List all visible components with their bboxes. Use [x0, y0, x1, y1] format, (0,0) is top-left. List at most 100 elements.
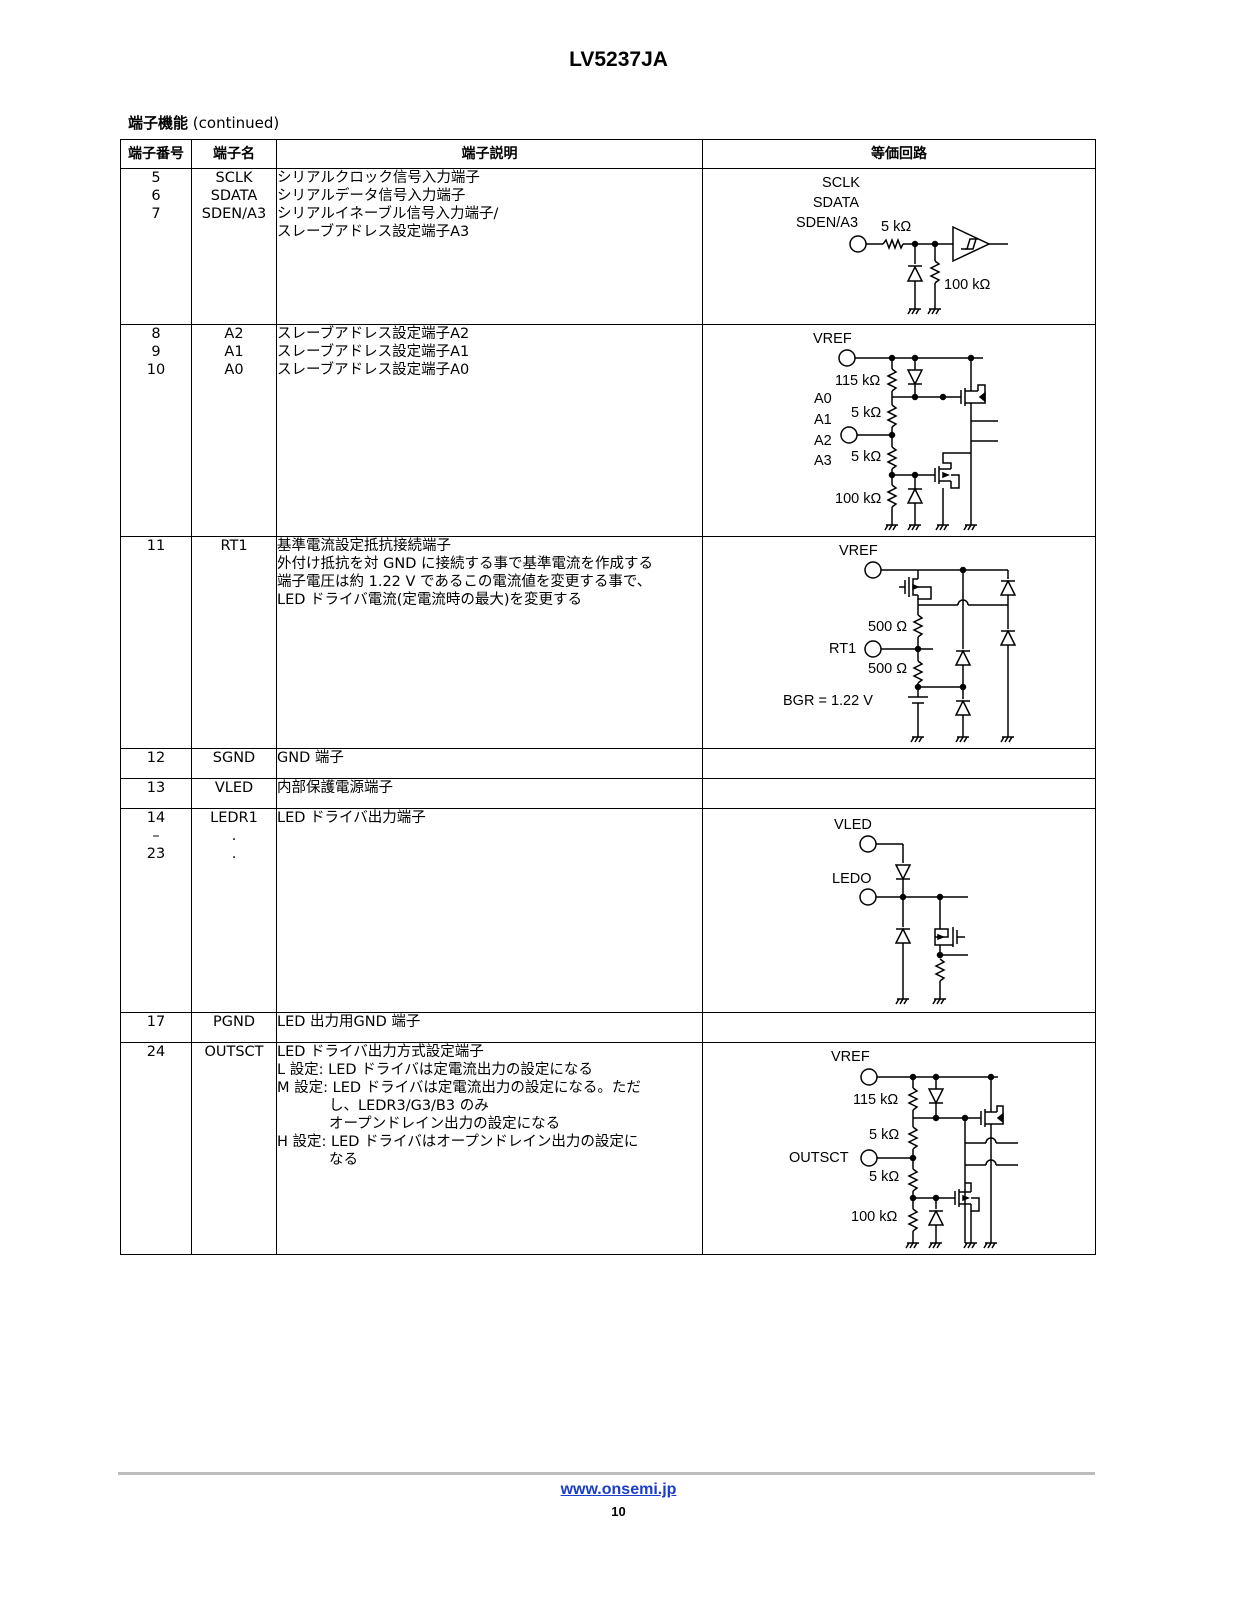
resistor-value-label: 5 kΩ: [869, 1169, 899, 1185]
description-line: し、LEDR3/G3/B3 のみ: [329, 1098, 489, 1114]
footer-divider: [118, 1472, 1095, 1475]
equivalent-circuit-cell: [702, 748, 1096, 779]
pin-number: 17: [146, 1014, 166, 1030]
pin-description-cell: LED 出力用GND 端子: [276, 1012, 703, 1043]
bandgap-voltage-label: BGR = 1.22 V: [783, 693, 873, 709]
description-line: なる: [329, 1152, 358, 1168]
description-line: スレーブアドレス設定端子A0: [277, 362, 470, 378]
pin-number: 9: [151, 344, 161, 360]
description-line: 外付け抵抗を対 GND に接続する事で基準電流を作成する: [277, 556, 653, 572]
pin-number-cell: 8 9 10: [120, 324, 192, 537]
pin-name: .: [231, 846, 237, 862]
description-line: LED ドライバ電流(定電流時の最大)を変更する: [277, 592, 583, 608]
description-line: シリアルイネーブル信号入力端子/: [277, 206, 499, 222]
section-title: 端子機能: [128, 114, 189, 132]
pin-name: SDEN/A3: [201, 206, 267, 222]
description-line: 基準電流設定抵抗接続端子: [277, 538, 451, 554]
resistor-value-label: 500 Ω: [868, 619, 907, 635]
pin-description-cell: LED ドライバ出力端子: [276, 808, 703, 1013]
equivalent-circuit-cell: VLED LEDO: [702, 808, 1096, 1013]
pin-name: .: [231, 828, 237, 844]
circuit-pin-label: A1: [814, 412, 832, 428]
circuit-pin-label: SDEN/A3: [796, 215, 858, 231]
pin-name: VLED: [214, 780, 254, 796]
supply-label: VREF: [813, 331, 852, 347]
output-mode-select-circuit-diagram: VREF 115 kΩ: [789, 1049, 1018, 1249]
resistor-value-label: 115 kΩ: [853, 1092, 898, 1108]
pin-name-cell: OUTSCT: [191, 1042, 277, 1255]
pin-number: 12: [146, 750, 166, 766]
pin-description-cell: 内部保護電源端子: [276, 778, 703, 809]
header-pin-number: 端子番号: [120, 139, 192, 169]
description-line: M 設定: LED ドライバは定電流出力の設定になる。ただ: [277, 1080, 641, 1096]
pin-number: 23: [146, 846, 166, 862]
description-line: LED ドライバ出力端子: [277, 810, 426, 826]
circuit-pin-label: OUTSCT: [789, 1150, 849, 1166]
pin-name: PGND: [213, 1014, 255, 1030]
pin-number: 13: [146, 780, 166, 796]
section-heading: 端子機能 (continued): [128, 112, 279, 133]
pin-number: 6: [151, 188, 161, 204]
resistor-value-label: 115 kΩ: [835, 373, 880, 389]
circuit-pin-label: SDATA: [813, 195, 860, 211]
pin-number: 8: [151, 326, 161, 342]
pin-number: 10: [146, 362, 166, 378]
pin-description-cell: シリアルクロック信号入力端子シリアルデータ信号入力端子シリアルイネーブル信号入力…: [276, 168, 703, 325]
pin-name: A1: [224, 344, 244, 360]
pin-number-cell: 24: [120, 1042, 192, 1255]
website-link[interactable]: www.onsemi.jp: [560, 1481, 677, 1498]
table-row: 11 RT1 基準電流設定抵抗接続端子外付け抵抗を対 GND に接続する事で基準…: [120, 536, 1096, 749]
section-note: (continued): [192, 114, 280, 132]
resistor-value-label: 5 kΩ: [869, 1127, 899, 1143]
pin-name: SCLK: [215, 170, 253, 186]
pin-name: A2: [224, 326, 244, 342]
equivalent-circuit-cell: VREF: [702, 536, 1096, 749]
equivalent-circuit-cell: SCLK SDATA SDEN/A3 5 kΩ: [702, 168, 1096, 325]
pin-name: OUTSCT: [204, 1044, 264, 1060]
header-pin-description: 端子説明: [276, 139, 703, 169]
pin-number-cell: 13: [120, 778, 192, 809]
pin-number: 14: [146, 810, 166, 826]
equivalent-circuit-cell: [702, 1012, 1096, 1043]
equivalent-circuit-cell: [702, 778, 1096, 809]
resistor-value-label: 500 Ω: [868, 661, 907, 677]
pin-name: SGND: [212, 750, 256, 766]
pin-name: RT1: [220, 538, 248, 554]
description-line: GND 端子: [277, 750, 344, 766]
description-line: シリアルデータ信号入力端子: [277, 188, 466, 204]
reference-current-circuit-diagram: VREF: [783, 543, 1017, 743]
pin-description-cell: 基準電流設定抵抗接続端子外付け抵抗を対 GND に接続する事で基準電流を作成する…: [276, 536, 703, 749]
pin-name-cell: PGND: [191, 1012, 277, 1043]
description-line: スレーブアドレス設定端子A1: [277, 344, 470, 360]
pin-description-cell: GND 端子: [276, 748, 703, 779]
resistor-value-label: 100 kΩ: [944, 277, 990, 293]
table-row: 14 – 23 LEDR1.. LED ドライバ出力端子 VLED LEDO: [120, 808, 1096, 1013]
resistor-value-label: 5 kΩ: [881, 219, 911, 235]
pin-name: LEDR1: [210, 810, 258, 826]
input-schmitt-circuit-diagram: SCLK SDATA SDEN/A3 5 kΩ: [796, 175, 1008, 315]
pin-name-cell: LEDR1..: [191, 808, 277, 1013]
table-row: 13 VLED 内部保護電源端子: [120, 778, 1096, 809]
pin-number: –: [152, 828, 160, 844]
pin-name-cell: RT1: [191, 536, 277, 749]
pin-description-cell: LED ドライバ出力方式設定端子 L 設定: LED ドライバは定電流出力の設定…: [276, 1042, 703, 1255]
description-line: 端子電圧は約 1.22 V であるこの電流値を変更する事で、: [277, 574, 652, 590]
header-pin-name: 端子名: [191, 139, 277, 169]
pin-number: 11: [146, 538, 166, 554]
address-input-circuit-diagram: VREF 115 kΩ: [813, 331, 998, 531]
pin-number-cell: 17: [120, 1012, 192, 1043]
supply-label: VLED: [834, 817, 872, 833]
description-line: シリアルクロック信号入力端子: [277, 170, 480, 186]
table-header-row: 端子番号 端子名 端子説明 等価回路: [120, 139, 1096, 169]
supply-label: VREF: [839, 543, 878, 559]
pin-number-cell: 14 – 23: [120, 808, 192, 1013]
page-number: 10: [611, 1504, 626, 1519]
circuit-pin-label: A2: [814, 433, 832, 449]
table-row: 12 SGND GND 端子: [120, 748, 1096, 779]
resistor-value-label: 5 kΩ: [851, 449, 881, 465]
